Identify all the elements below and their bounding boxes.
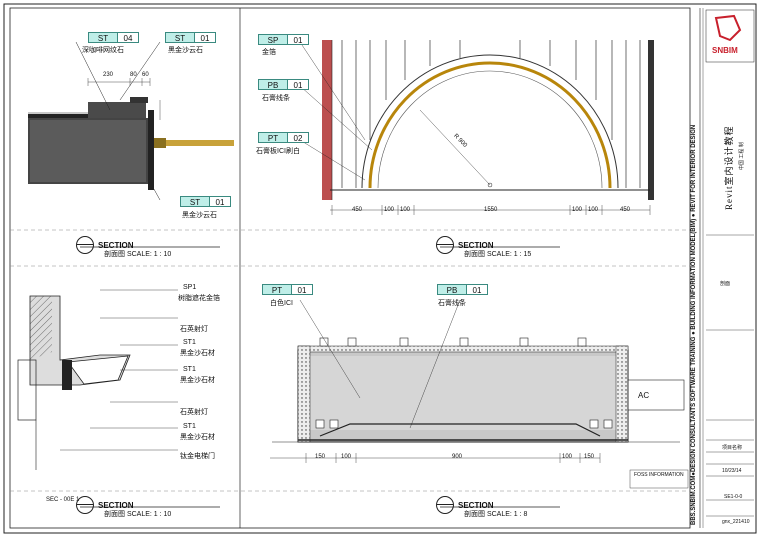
section-scale: 剖面图 SCALE: 1 : 8 bbox=[464, 511, 528, 518]
tr-section-drawing bbox=[299, 40, 654, 215]
tl-tag-label: 黑金沙云石 bbox=[168, 47, 203, 54]
tr-dim: 450 bbox=[352, 207, 363, 213]
br-dim: 100 bbox=[341, 454, 352, 460]
course-title: Revit室内设计教程 bbox=[724, 125, 734, 211]
bl-label: 石英射灯 bbox=[180, 409, 208, 416]
section-title: SECTION bbox=[98, 500, 134, 510]
brand-logo-text: SNBIM bbox=[712, 46, 738, 55]
tr-dim: 100 bbox=[588, 207, 599, 213]
tag-code: ST bbox=[88, 32, 118, 43]
tag-code: PT bbox=[258, 132, 288, 143]
tb-drawing: 剖面 bbox=[720, 281, 731, 287]
br-dim: 150 bbox=[584, 454, 595, 460]
tl-dim: 60 bbox=[142, 72, 149, 78]
bl-label: 黑金沙石材 bbox=[180, 434, 215, 441]
tl-dim: 80 bbox=[130, 72, 137, 78]
section-bubble bbox=[436, 496, 454, 514]
tl-tag-label: 黑金沙云石 bbox=[182, 212, 217, 219]
tl-section-drawing bbox=[28, 41, 234, 201]
bl-label: ST1 bbox=[183, 339, 196, 346]
section-bubble bbox=[76, 496, 94, 514]
tr-dim: 1550 bbox=[484, 207, 498, 213]
br-dim: 100 bbox=[562, 454, 573, 460]
br-tag-label: 石膏线条 bbox=[438, 300, 466, 307]
bl-label: 石英射灯 bbox=[180, 326, 208, 333]
section-title: SECTION bbox=[98, 240, 134, 250]
tag-code: SP bbox=[258, 34, 288, 45]
tr-dim: 450 bbox=[620, 207, 631, 213]
tr-tag-label: 金箔 bbox=[262, 49, 276, 56]
bl-label: ST1 bbox=[183, 423, 196, 430]
title-block-frame bbox=[705, 9, 755, 517]
br-dim: 900 bbox=[452, 454, 463, 460]
section-bubble bbox=[436, 236, 454, 254]
br-tag-label: 白色ICI bbox=[270, 300, 293, 307]
br-info: FOSS INFORMATION bbox=[634, 472, 684, 478]
tag-num: 01 bbox=[195, 32, 216, 43]
tr-tag-label: 石膏板ICI刷白 bbox=[256, 148, 300, 155]
tag-num: 01 bbox=[210, 196, 231, 207]
section-scale: 剖面图 SCALE: 1 : 10 bbox=[104, 251, 172, 258]
tb-sheet: SE1-0-0 bbox=[724, 494, 743, 500]
tag-num: 02 bbox=[288, 132, 309, 143]
section-title: SECTION bbox=[458, 500, 494, 510]
bl-section-ref: SEC - 00E 1 bbox=[46, 497, 80, 503]
tl-tag-label: 深咖啡网纹石 bbox=[82, 47, 124, 54]
tag-code: PT bbox=[262, 284, 292, 295]
tag-num: 01 bbox=[288, 34, 309, 45]
section-title: SECTION bbox=[458, 240, 494, 250]
tag-code: PB bbox=[437, 284, 467, 295]
side-strip-text: BBS.SNBIM.COM●DESIGN CONSULTANTS SOFTWAR… bbox=[691, 124, 697, 525]
bl-label: SP1 bbox=[183, 284, 197, 291]
section-scale: 剖面图 SCALE: 1 : 10 bbox=[104, 511, 172, 518]
tag-code: PB bbox=[258, 79, 288, 90]
bl-label: 树脂遮花金箔 bbox=[178, 295, 220, 302]
tr-tag-label: 石膏线条 bbox=[262, 95, 290, 102]
section-scale: 剖面图 SCALE: 1 : 15 bbox=[464, 251, 532, 258]
tag-code: ST bbox=[180, 196, 210, 207]
br-dim: 150 bbox=[315, 454, 326, 460]
course-subtitle: 中国 工程 制 bbox=[739, 142, 745, 170]
br-ac-label: AC bbox=[638, 391, 650, 400]
tb-project: 项目名称 bbox=[722, 445, 743, 451]
tag-num: 04 bbox=[118, 32, 139, 43]
tag-num: 01 bbox=[288, 79, 309, 90]
tb-date: 10/23/14 bbox=[722, 468, 742, 474]
tb-ref: gnx_221410 bbox=[722, 519, 750, 525]
bl-label: 黑金沙石材 bbox=[180, 350, 215, 357]
tag-code: ST bbox=[165, 32, 195, 43]
bl-label: 钛金电梯门 bbox=[180, 453, 215, 460]
bl-label: ST1 bbox=[183, 366, 196, 373]
tl-dim: 230 bbox=[103, 72, 114, 78]
tag-num: 01 bbox=[292, 284, 313, 295]
tr-dim: 100 bbox=[400, 207, 411, 213]
bl-label: 黑金沙石材 bbox=[180, 377, 215, 384]
tr-dim: 100 bbox=[384, 207, 395, 213]
br-section-drawing bbox=[270, 299, 689, 489]
tag-num: 01 bbox=[467, 284, 488, 295]
section-bubble bbox=[76, 236, 94, 254]
tr-dim: 100 bbox=[572, 207, 583, 213]
bl-section-drawing bbox=[17, 289, 178, 470]
